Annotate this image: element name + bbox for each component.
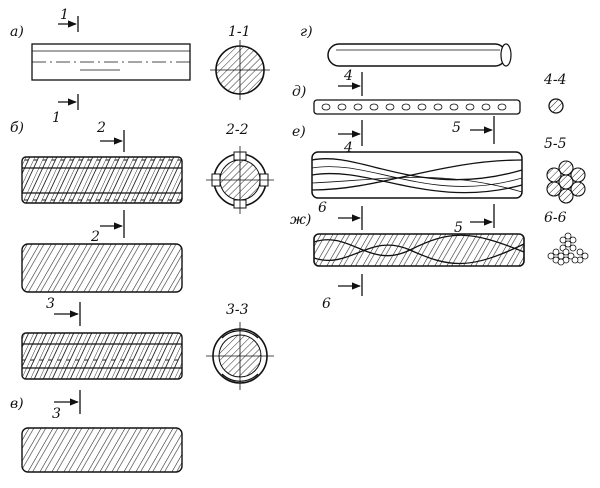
label-zh: ж) <box>290 212 311 228</box>
label-e: е) <box>292 124 306 140</box>
cut-1-top-label: 1 <box>60 7 69 23</box>
cut-line-3: 3 3 <box>46 296 81 422</box>
cut-line-1: 1 1 <box>52 7 79 126</box>
figure-e-strand: е) 5 5 <box>292 116 523 236</box>
cut-4-top-label: 4 <box>343 68 353 84</box>
cut-6-bottom-label: 6 <box>322 296 331 312</box>
label-d: д) <box>292 84 306 100</box>
figure-b-periodic-bar: б) 2 2 <box>10 120 183 293</box>
cut-line-6: 6 6 <box>318 200 363 312</box>
section-5-5: 5-5 <box>544 136 586 204</box>
section-3-3: 3-3 <box>206 302 274 390</box>
section-3-3-label: 3-3 <box>226 302 249 318</box>
figure-v-periodic-bar: 3 3 в) <box>10 296 183 473</box>
cut-line-4: 4 4 <box>338 68 363 156</box>
figure-d-periodic-wire: д) 4 4 <box>292 68 521 156</box>
section-6-6-label: 6-6 <box>544 210 567 226</box>
cut-1-bottom-label: 1 <box>52 110 61 126</box>
cut-line-5: 5 5 <box>452 116 495 236</box>
label-a: а) <box>10 24 24 40</box>
section-1-1-label: 1-1 <box>228 24 251 40</box>
cut-5-top-label: 5 <box>452 120 461 136</box>
cut-3-bottom-label: 3 <box>52 406 61 422</box>
cut-6-top-label: 6 <box>318 200 327 216</box>
cut-2-bottom-label: 2 <box>90 229 100 245</box>
section-2-2-label: 2-2 <box>225 122 249 138</box>
label-v: в) <box>10 396 24 412</box>
cut-line-2: 2 2 <box>90 120 125 245</box>
cut-3-top-label: 3 <box>46 296 55 312</box>
figure-a-smooth-bar: а) 1 1 <box>10 7 191 126</box>
figure-zh-rope: ж) 6 6 <box>290 200 525 312</box>
cut-5-bottom-label: 5 <box>454 220 463 236</box>
section-4-4-label: 4-4 <box>543 72 567 88</box>
section-4-4: 4-4 <box>543 72 567 114</box>
label-b: б) <box>10 120 24 136</box>
section-5-5-label: 5-5 <box>544 136 567 152</box>
cut-2-top-label: 2 <box>96 120 106 136</box>
cut-4-bottom-label: 4 <box>343 140 353 156</box>
figure-g-wire: г) <box>300 24 512 67</box>
section-1-1: 1-1 <box>210 24 270 100</box>
label-g: г) <box>300 24 313 40</box>
wire-dents <box>321 103 507 111</box>
section-2-2: 2-2 <box>206 122 274 214</box>
section-6-6: 6-6 <box>544 210 589 266</box>
